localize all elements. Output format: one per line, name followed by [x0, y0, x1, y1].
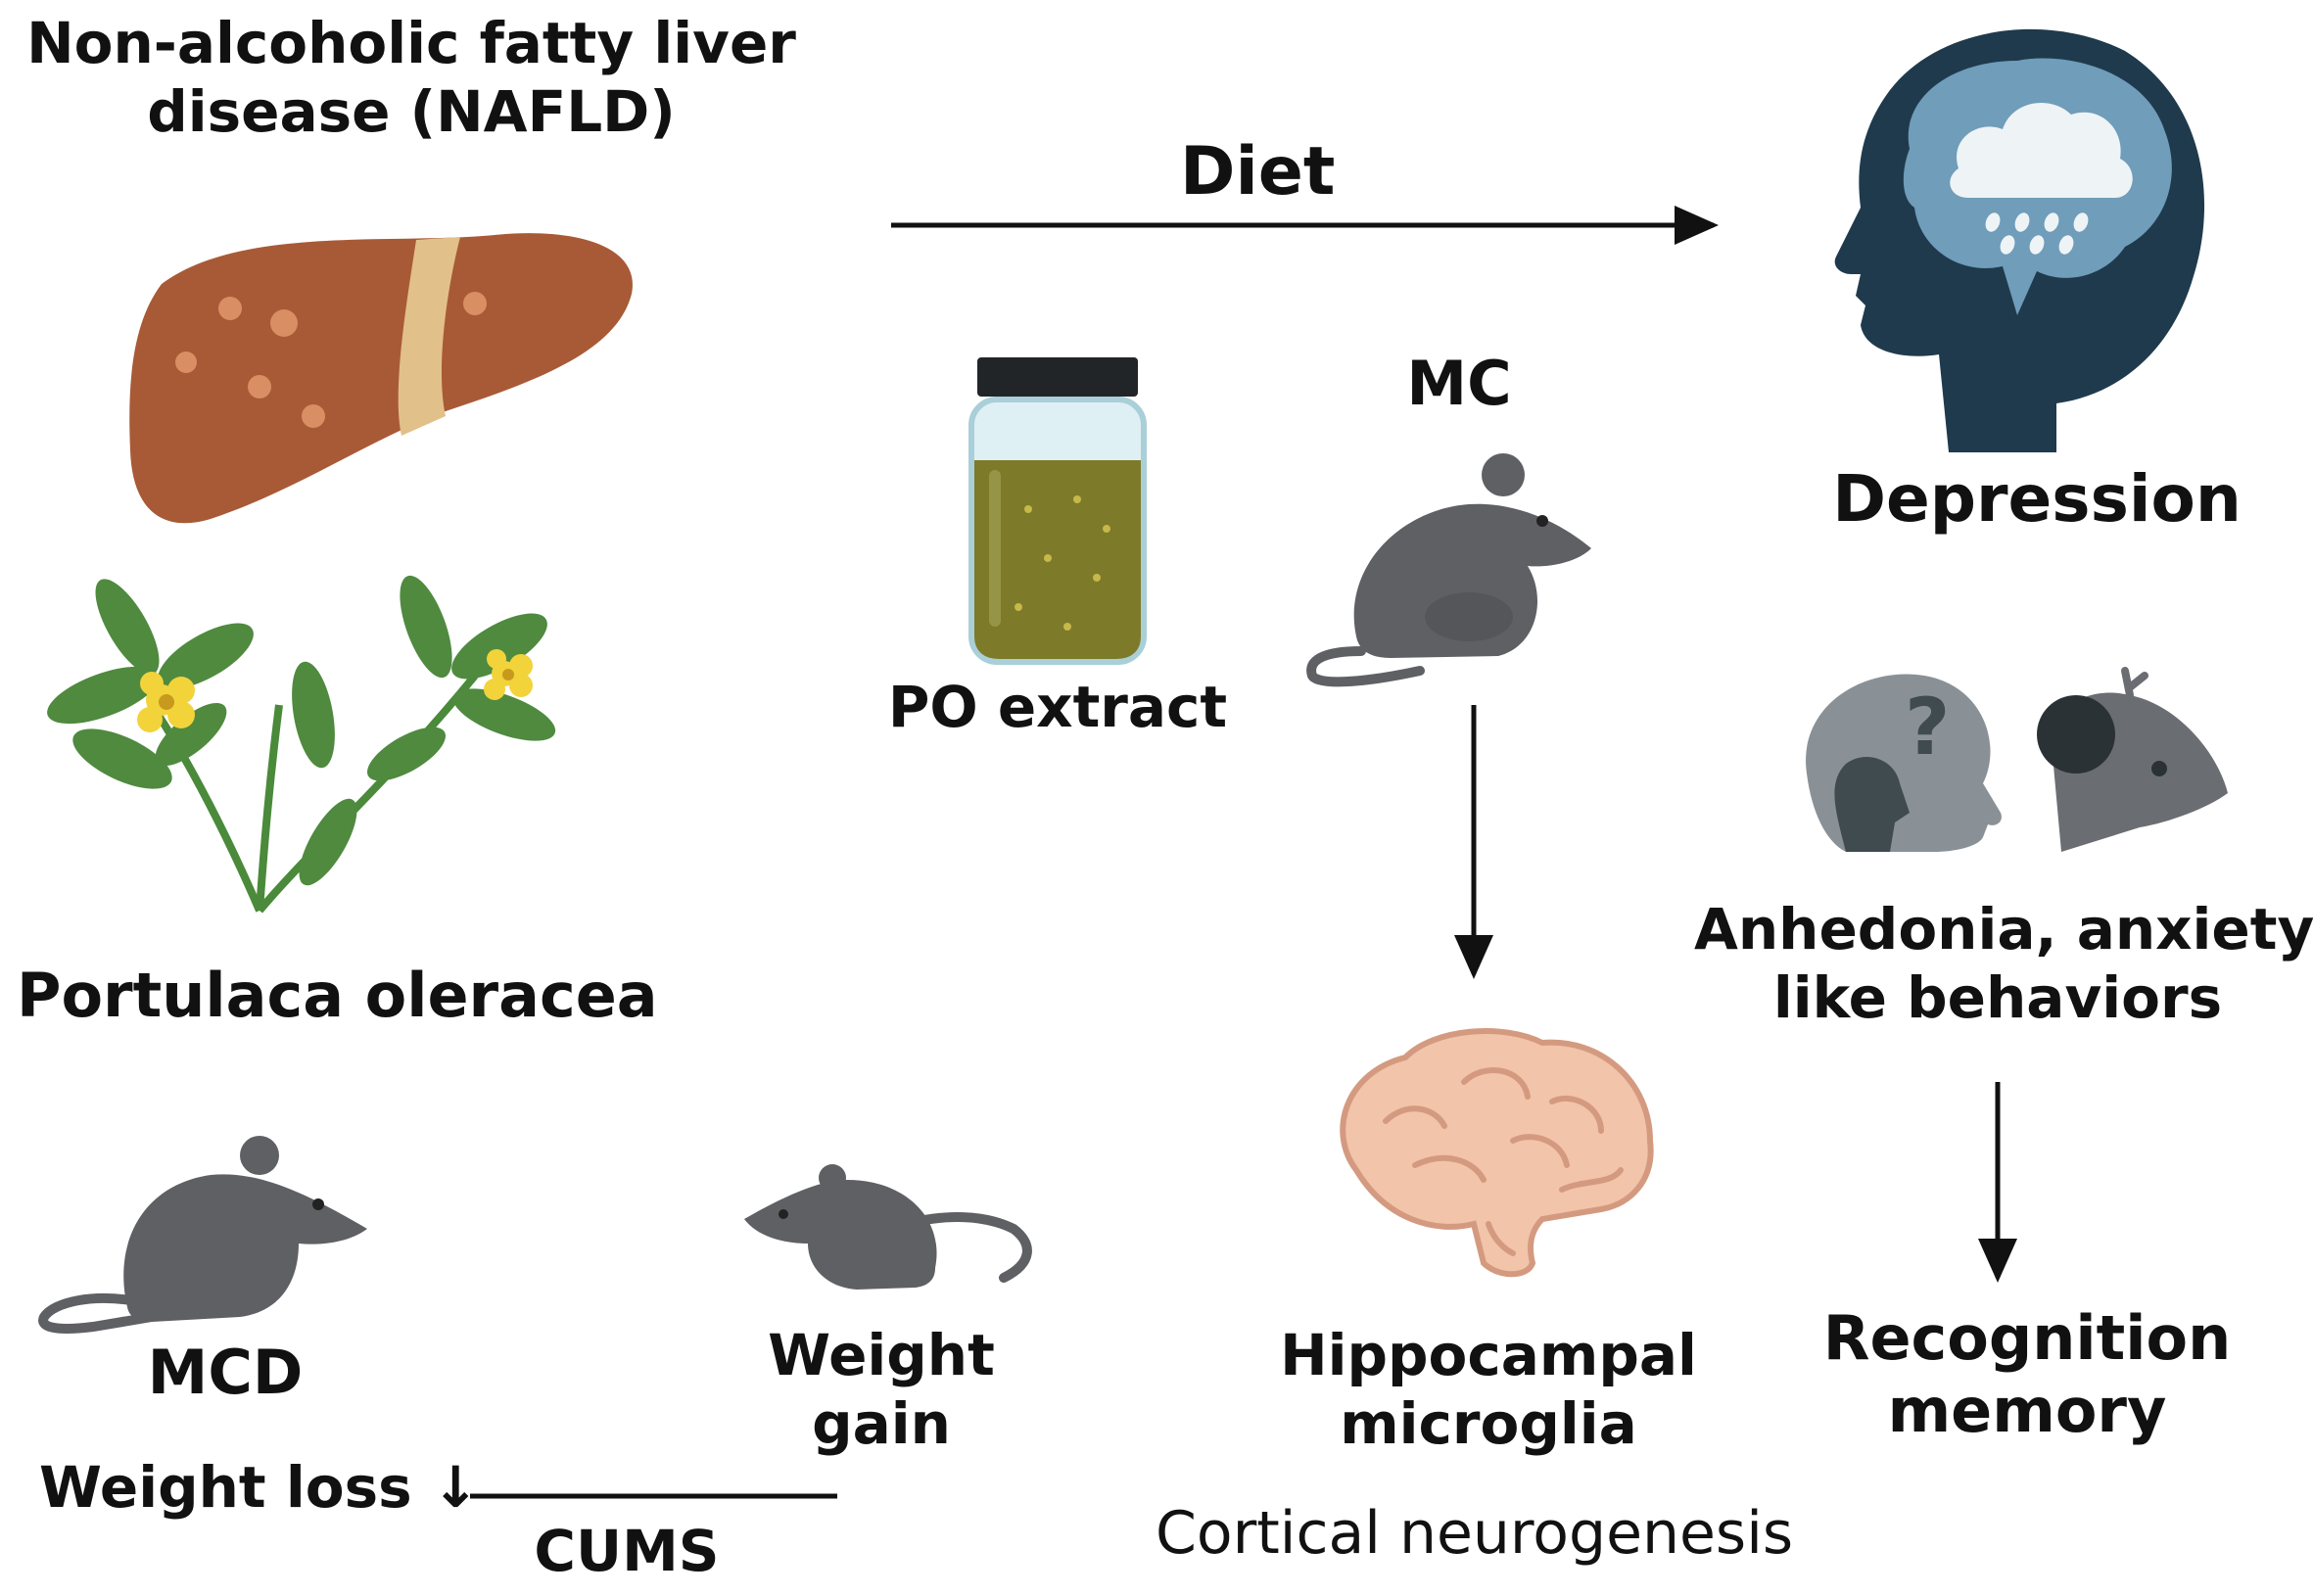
mouse-icon [1306, 453, 1591, 687]
po-extract-label: PO extract [887, 674, 1228, 740]
hippocampal-line2: microglia [1340, 1389, 1637, 1457]
anhedonia-line2: like behaviors [1772, 963, 2223, 1031]
hippocampal-line1: Hippocampal [1280, 1322, 1697, 1388]
portulaca-label: Portulaca oleracea [17, 960, 658, 1031]
weight-loss-label: Weight loss ↓ [39, 1454, 480, 1521]
question-mark: ? [1905, 681, 1950, 773]
recognition-line2: memory [1887, 1375, 2167, 1447]
anxious-head-icon: ? [1806, 674, 2002, 852]
nafld-title-line1: Non-alcoholic fatty liver [26, 10, 796, 76]
mcd-mouse-icon [38, 1136, 367, 1334]
liver-icon [129, 233, 633, 524]
nafld-title-line2: disease (NAFLD) [147, 77, 676, 145]
flower-icon [137, 672, 195, 732]
hippocampal-label: Hippocampal microglia [1244, 1322, 1733, 1458]
diet-label: Diet [1180, 133, 1336, 211]
extract-jar-icon [968, 357, 1147, 665]
weight-gain-line2: gain [812, 1389, 951, 1457]
depression-label: Depression [1832, 461, 2242, 537]
cums-mouse-icon [744, 1164, 1032, 1290]
cortical-label: Cortical neurogenesis [1156, 1499, 1794, 1568]
rat-head-icon [2037, 667, 2228, 852]
head-depression-icon [1834, 28, 2205, 452]
nafld-title: Non-alcoholic fatty liver disease (NAFLD… [20, 10, 803, 146]
anhedonia-line1: Anhedonia, anxiety- [1694, 896, 2313, 962]
portulaca-plant-icon [47, 575, 556, 914]
recognition-line1: Recognition [1822, 1302, 2232, 1374]
cums-label: CUMS [534, 1518, 720, 1584]
brain-icon [1340, 1028, 1654, 1278]
weight-gain-label: Weight gain [739, 1322, 1023, 1458]
anhedonia-label: Anhedonia, anxiety- like behaviors [1694, 896, 2313, 1032]
mc-label: MC [1406, 348, 1512, 419]
mcd-label: MCD [147, 1337, 304, 1408]
weight-gain-line1: Weight [768, 1322, 995, 1388]
recognition-label: Recognition memory [1782, 1302, 2272, 1448]
